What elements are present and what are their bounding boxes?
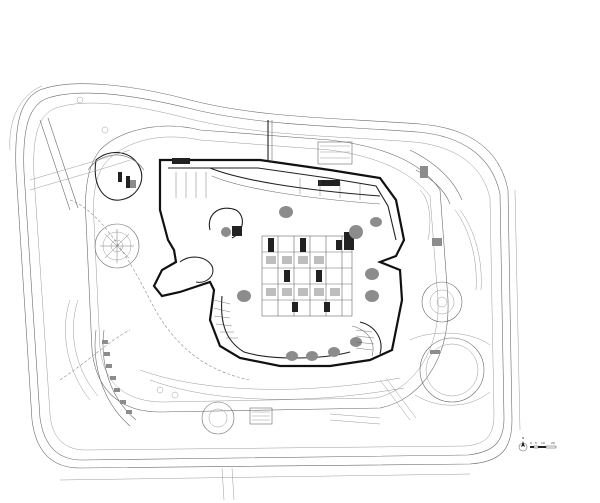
roundabout-east: [421, 281, 463, 323]
scale-bar-icon: [530, 445, 557, 449]
scale-mark-0: 0: [530, 441, 532, 445]
atrium-grid: [261, 235, 353, 317]
main-building: [152, 120, 406, 368]
northeast-landscape: [409, 149, 482, 291]
scale-mark-20: 20: [551, 441, 555, 445]
scale-mark-5: 5: [535, 441, 537, 445]
scale-mark-10: 10: [541, 441, 545, 445]
inner-ring-road: [59, 125, 449, 413]
site-boundary: [9, 83, 521, 501]
west-pavilion: [87, 151, 145, 201]
roundabout-west: [94, 223, 140, 269]
north-arrow-icon: [518, 441, 528, 452]
plaza-circle-southeast: [409, 332, 491, 406]
north-arrow-label: N: [522, 436, 524, 440]
southeast-landscape: [249, 350, 440, 425]
west-landscape: [29, 96, 179, 427]
roundabout-south: [201, 401, 235, 435]
